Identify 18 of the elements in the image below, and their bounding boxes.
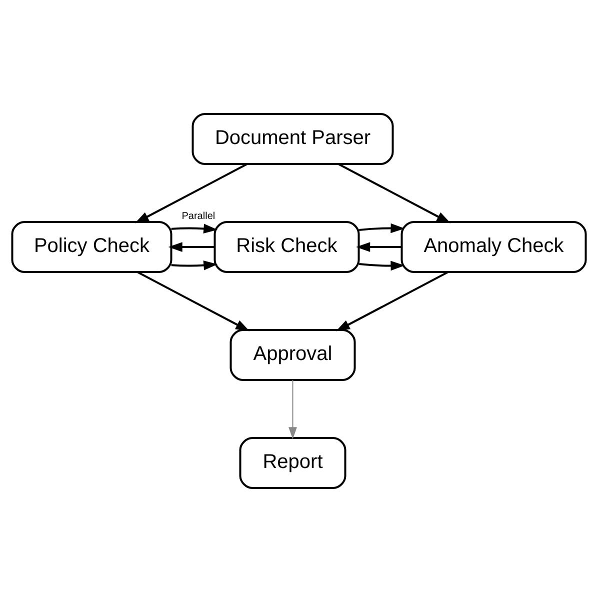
arrow (171, 260, 218, 270)
node-box: Approval (230, 329, 356, 381)
arrow (168, 242, 215, 252)
arrow (359, 223, 405, 234)
arrow (288, 380, 297, 440)
arrow (336, 271, 449, 332)
node-box: Document Parser (192, 113, 394, 165)
arrow (359, 260, 405, 271)
arrow (338, 163, 451, 224)
arrow (134, 163, 248, 224)
node-box: Risk Check (214, 221, 360, 273)
arrow (171, 224, 218, 234)
node-box: Anomaly Check (400, 221, 587, 273)
node-label: Parallel (182, 211, 216, 222)
node-box: Policy Check (11, 221, 172, 273)
arrow (136, 271, 250, 332)
arrow (356, 242, 402, 252)
node-box: Report (239, 437, 346, 489)
